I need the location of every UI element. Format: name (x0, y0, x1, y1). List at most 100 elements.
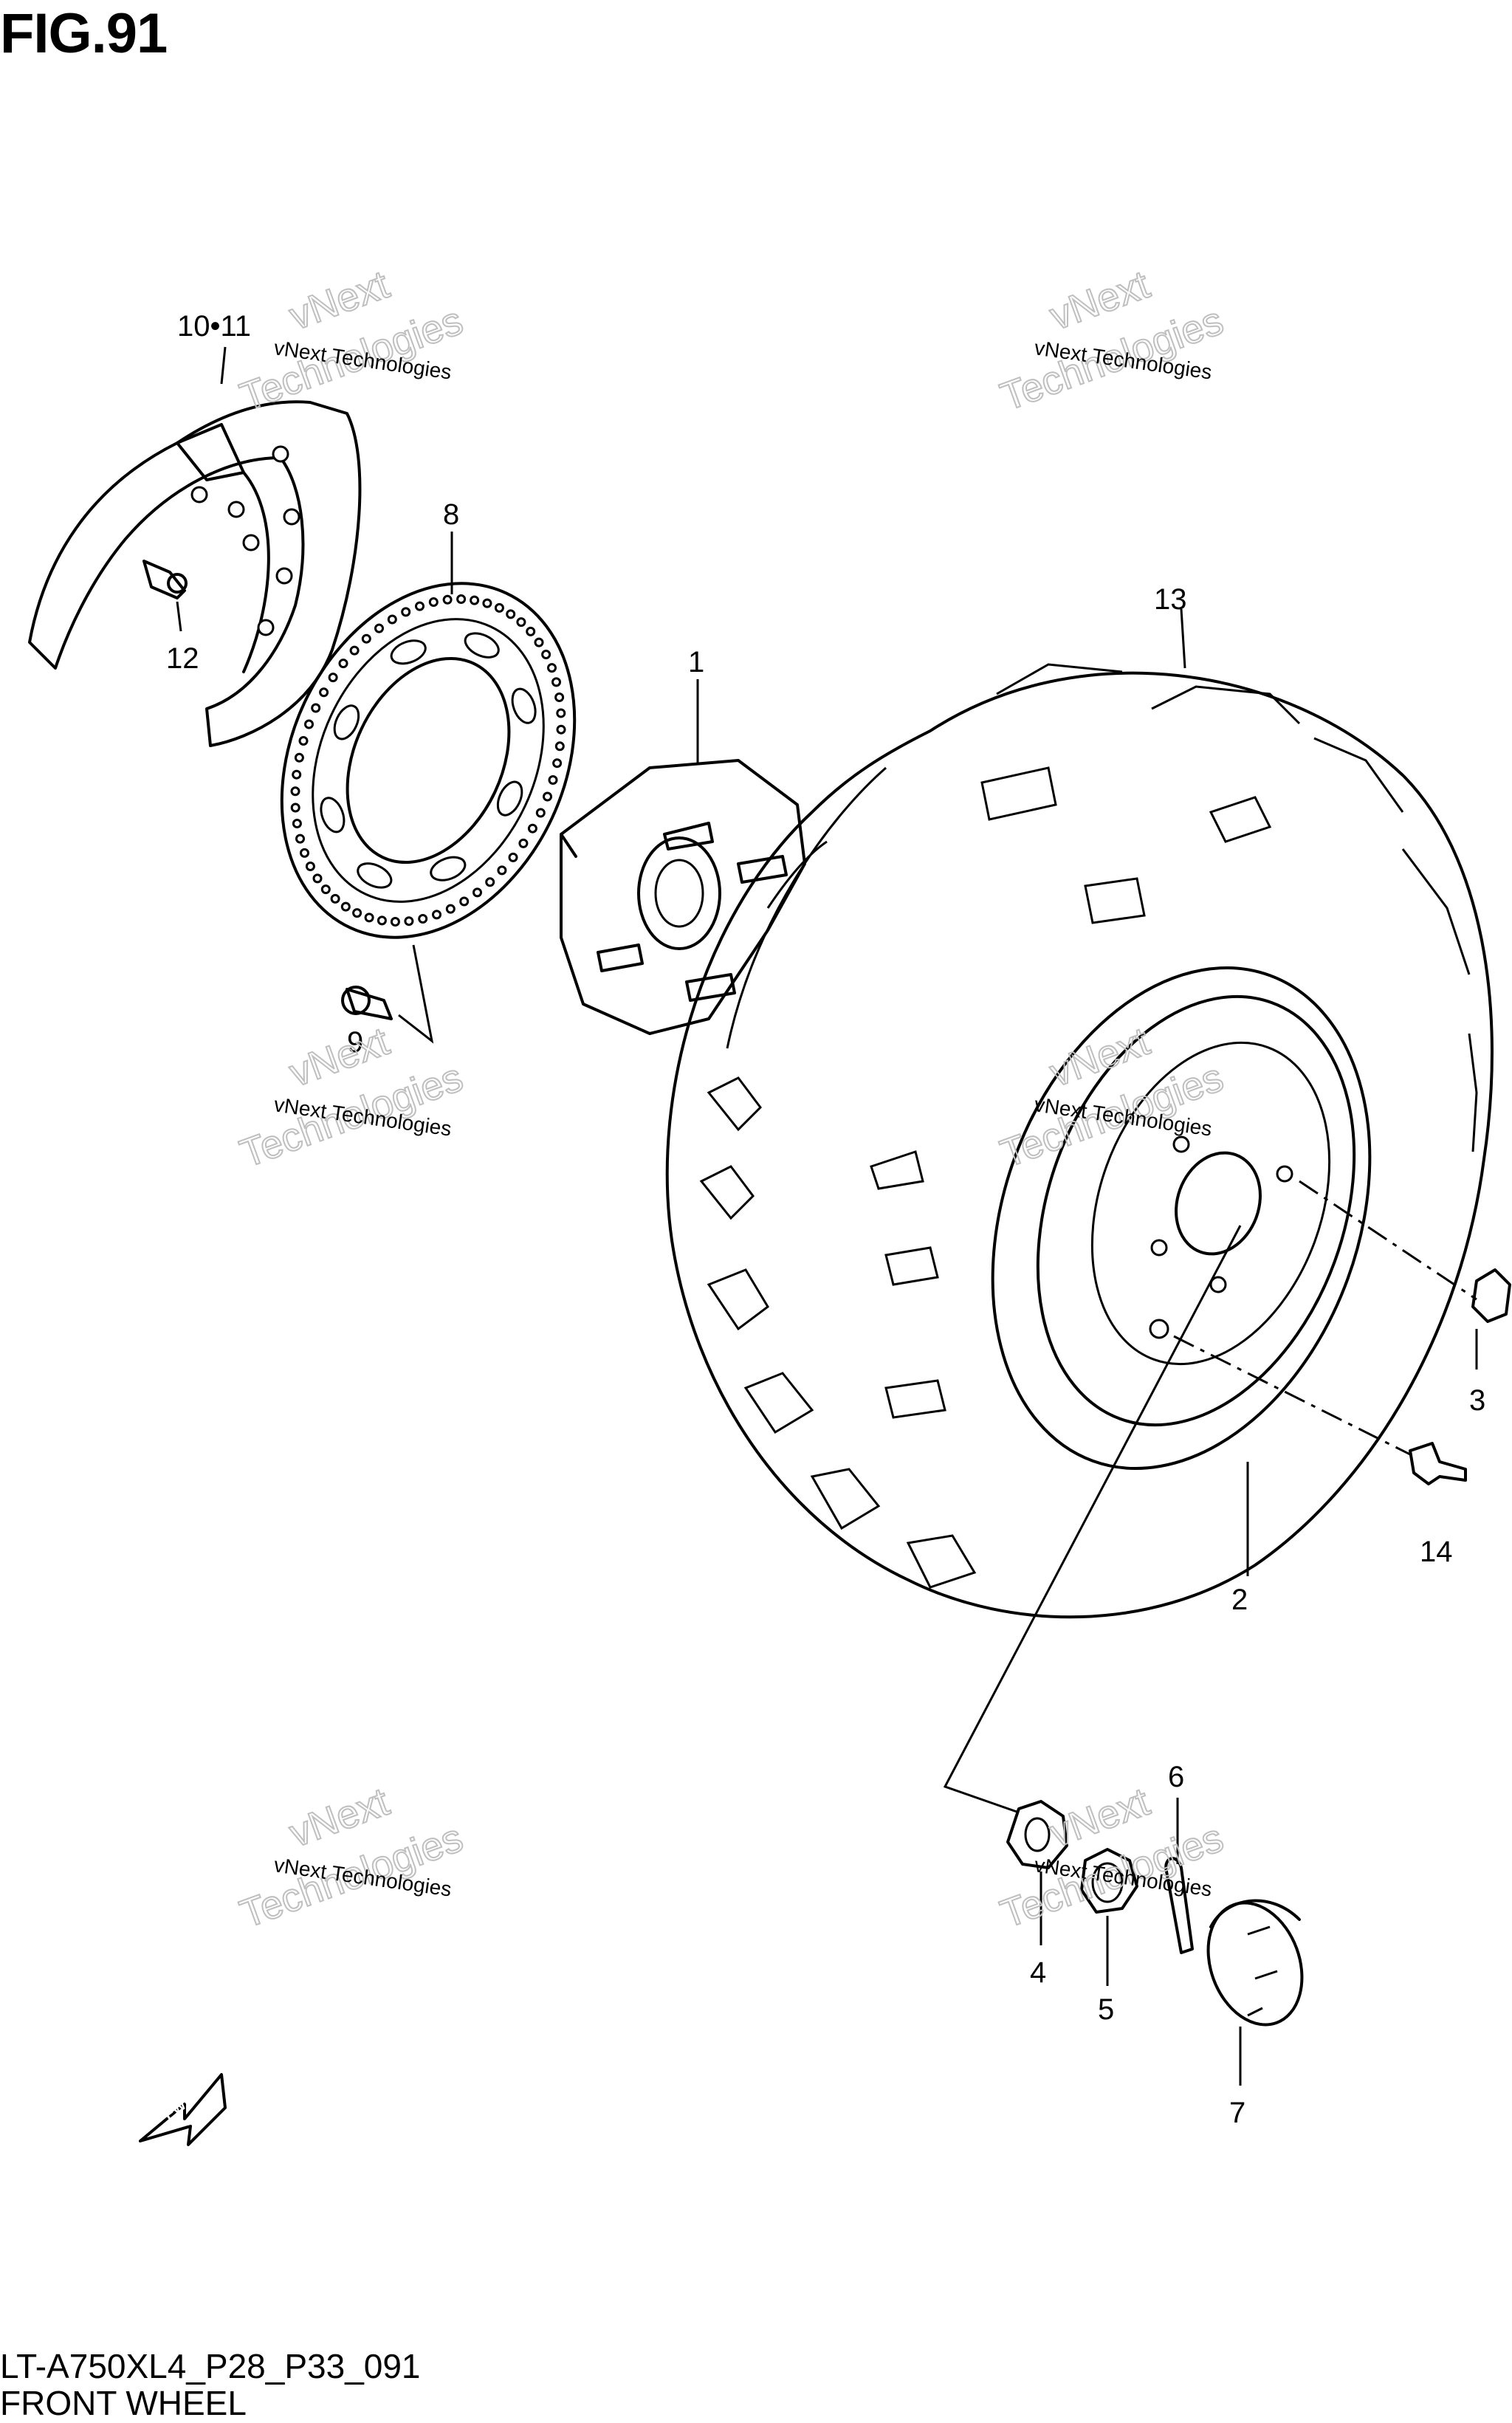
disc-perforation (387, 614, 397, 625)
disc-perforation (401, 607, 411, 617)
disc-perforation (554, 692, 565, 702)
disc-slot (333, 704, 360, 740)
disc-perforation (548, 775, 558, 785)
washer-part[interactable] (1006, 1800, 1068, 1869)
disc-perforation (506, 609, 516, 619)
part-label-5: 5 (1098, 1993, 1114, 2026)
wheel-hub-part[interactable] (560, 759, 806, 1035)
disc-perforation (352, 908, 362, 918)
disc-perforation (543, 791, 552, 802)
disc-perforation (338, 659, 348, 669)
wheel-nut-part[interactable] (1299, 1180, 1511, 1323)
disc-slot (320, 797, 346, 834)
part-label-8: 8 (443, 498, 459, 531)
watermark: vNext Technologies vNext Technologies (234, 1778, 470, 1937)
disc-slot (430, 856, 467, 881)
disc-perforation (377, 915, 387, 926)
disc-perforation (526, 626, 536, 636)
watermark: vNext Technologies vNext Technologies (234, 1018, 470, 1177)
disc-perforation (361, 633, 371, 644)
valve-part[interactable] (1173, 1335, 1467, 1485)
disc-perforation (418, 914, 428, 924)
disc-perforation (298, 736, 309, 746)
bolt-12-part[interactable] (142, 560, 188, 599)
part-label-14: 14 (1420, 1536, 1453, 1568)
disc-perforation (300, 848, 309, 858)
disc-perforation (319, 687, 329, 698)
part-label-13: 13 (1154, 583, 1187, 616)
disc-perforation (556, 724, 566, 735)
part-label-12: 12 (166, 642, 199, 675)
section-name: FRONT WHEEL (0, 2384, 247, 2422)
fwd-arrow-label: FWD (161, 2091, 198, 2123)
part-label-3: 3 (1469, 1384, 1485, 1417)
disc-slot (496, 780, 523, 817)
watermark-group: vNext Technologies vNext Technologies vN… (234, 261, 1230, 1937)
disc-perforation (415, 601, 425, 611)
disc-perforation (456, 594, 467, 604)
disc-perforation (541, 650, 551, 659)
disc-perforation (312, 873, 323, 884)
disc-perforation (292, 769, 302, 780)
disc-perforation (390, 917, 400, 927)
bolt-9-part[interactable] (341, 944, 434, 1044)
disc-perforation (535, 808, 546, 818)
part-label-4: 4 (1030, 1956, 1046, 1989)
disc-perforation (482, 598, 492, 608)
wheel-rim-part[interactable] (927, 915, 1436, 1522)
disc-perforation (527, 823, 537, 834)
brake-disc-part[interactable] (227, 535, 630, 986)
disc-perforation (320, 884, 331, 895)
disc-perforation (516, 617, 526, 628)
disc-perforation (442, 594, 453, 605)
disc-perforation (470, 595, 480, 605)
disc-perforation (552, 758, 563, 769)
disc-perforation (485, 877, 495, 887)
part-label-6: 6 (1168, 1761, 1184, 1793)
castle-nut-part[interactable] (1080, 1848, 1138, 1914)
disc-perforation (330, 893, 340, 904)
disc-perforation (554, 741, 565, 752)
watermark: vNext Technologies vNext Technologies (234, 261, 470, 420)
watermark: vNext Technologies vNext Technologies (994, 1778, 1230, 1937)
cotter-pin-part[interactable] (1164, 1857, 1194, 1954)
disc-perforation (364, 913, 374, 923)
disc-perforation (432, 910, 441, 920)
part-label-2: 2 (1231, 1584, 1248, 1616)
disc-perforation (304, 719, 314, 729)
disc-slot (511, 687, 537, 724)
disc-perforation (305, 862, 315, 871)
disc-perforation (551, 677, 561, 687)
disc-perforation (290, 802, 300, 813)
part-label-9: 9 (347, 1026, 363, 1059)
part-label-1: 1 (688, 646, 704, 678)
disc-perforation (518, 838, 529, 848)
disc-slot (464, 632, 500, 659)
disc-perforation (472, 887, 482, 898)
disc-perforation (292, 819, 302, 828)
disc-perforation (547, 663, 557, 673)
tire-part[interactable] (665, 663, 1494, 1619)
hub-cap-part[interactable] (1192, 1890, 1319, 2038)
figure-title: FIG.91 (0, 2, 168, 65)
disc-slot (357, 862, 393, 889)
disc-perforation (494, 602, 504, 613)
fwd-arrow-icon: FWD (139, 2073, 227, 2146)
disc-perforation (508, 852, 518, 862)
model-code: LT-A750XL4_P28_P33_091 (0, 2347, 421, 2385)
disc-perforation (290, 786, 300, 797)
disc-perforation (294, 752, 304, 763)
disc-perforation (340, 901, 351, 912)
disc-perforation (428, 597, 439, 607)
disc-perforation (349, 645, 360, 656)
disc-perforation (311, 703, 321, 713)
disc-perforation (404, 916, 414, 927)
part-label-10-11: 10•11 (177, 310, 251, 343)
disc-perforation (534, 637, 544, 647)
disc-perforation (459, 896, 470, 907)
brake-cover-part[interactable] (28, 400, 362, 747)
disc-perforation (497, 865, 507, 876)
disc-perforation (556, 708, 566, 718)
part-label-7: 7 (1229, 2097, 1245, 2129)
